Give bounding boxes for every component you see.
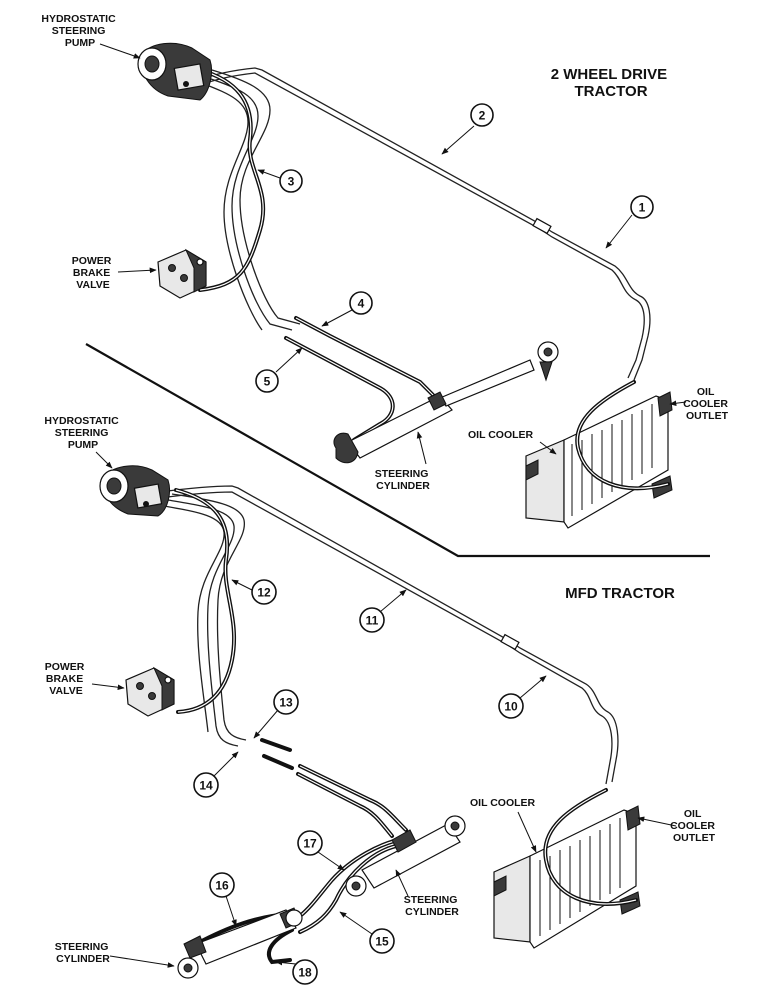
callout-17: 17 — [297, 830, 345, 871]
label-oil-cooler-2wd: OIL COOLER — [468, 429, 534, 441]
label-brake-valve-2wd: POWER BRAKE VALVE — [72, 255, 115, 291]
hose-13-lower — [298, 764, 408, 832]
callout-18: 18 — [275, 959, 318, 985]
steering-cylinder-2wd — [333, 341, 559, 464]
label-cooler-outlet-mfd: OIL COOLER OUTLET — [670, 808, 718, 844]
power-brake-valve-mfd — [125, 666, 175, 717]
power-brake-valve-2wd — [157, 248, 207, 299]
hydrostatic-steering-pump-2wd — [137, 42, 213, 101]
svg-text:2: 2 — [479, 109, 486, 123]
label-oil-cooler-mfd: OIL COOLER — [470, 797, 536, 809]
steering-cylinder-mfd-right — [345, 815, 466, 897]
label-steering-cylinder-mfd-left: STEERING CYLINDER — [55, 941, 112, 965]
callout-11: 11 — [359, 589, 407, 633]
label-steering-cylinder-mfd-right: STEERING CYLINDER — [404, 894, 461, 918]
return-line-2wd-inner — [197, 72, 645, 379]
section-divider — [85, 343, 710, 558]
callout-1: 1 — [605, 195, 654, 249]
pipe-coupling-mfd — [500, 633, 520, 651]
svg-text:12: 12 — [257, 586, 271, 600]
steering-cylinder-mfd-left — [177, 907, 303, 979]
callout-14: 14 — [193, 751, 239, 798]
return-line-mfd-inner — [159, 491, 613, 785]
pipe-coupling-2wd — [532, 217, 552, 235]
label-brake-valve-mfd: POWER BRAKE VALVE — [45, 661, 88, 697]
oil-cooler-2wd — [525, 391, 673, 529]
svg-text:18: 18 — [298, 966, 312, 980]
tube-bundle-mfd-b — [167, 499, 239, 747]
return-line-2wd — [197, 67, 651, 381]
svg-text:11: 11 — [366, 614, 379, 628]
callout-2: 2 — [441, 103, 494, 155]
tube-bundle-mfd — [171, 493, 247, 741]
hose-4 — [294, 316, 438, 400]
svg-text:10: 10 — [504, 700, 518, 714]
callout-12: 12 — [231, 579, 277, 605]
label-cooler-outlet-2wd: OIL COOLER OUTLET — [683, 386, 731, 422]
mfd-section: MFD TRACTOR — [44, 415, 718, 985]
svg-text:1: 1 — [639, 201, 646, 215]
label-pump-mfd: HYDROSTATIC STEERING PUMP — [44, 415, 121, 451]
label-pump-2wd: HYDROSTATIC STEERING PUMP — [41, 13, 118, 49]
callout-10: 10 — [498, 675, 547, 719]
callout-3: 3 — [257, 169, 303, 193]
svg-text:14: 14 — [199, 779, 213, 793]
svg-text:16: 16 — [215, 879, 229, 893]
callout-4: 4 — [321, 291, 373, 327]
callout-15: 15 — [339, 911, 395, 954]
two-wheel-drive-section: 2 WHEEL DRIVE TRACTOR — [41, 13, 731, 529]
svg-text:15: 15 — [375, 935, 389, 949]
callout-5: 5 — [255, 347, 303, 393]
tube-bundle-2wd-b — [207, 77, 293, 331]
section-title-2wd: 2 WHEEL DRIVE TRACTOR — [551, 66, 672, 100]
label-steering-cylinder-2wd: STEERING CYLINDER — [375, 468, 432, 492]
hose-13 — [260, 738, 292, 752]
svg-text:13: 13 — [279, 696, 293, 710]
callout-16: 16 — [209, 872, 237, 927]
callout-13: 13 — [253, 689, 299, 739]
svg-text:17: 17 — [303, 837, 317, 851]
hydrostatic-steering-pump-mfd — [99, 465, 171, 517]
svg-text:5: 5 — [264, 375, 271, 389]
tube-bundle-2wd-c — [203, 83, 263, 331]
svg-text:4: 4 — [358, 297, 365, 311]
oil-cooler-mfd — [493, 805, 641, 949]
tube-bundle-2wd — [211, 69, 301, 325]
svg-text:3: 3 — [288, 175, 295, 189]
return-line-mfd — [159, 485, 619, 783]
tube-bundle-mfd-c — [163, 505, 225, 733]
hose-5 — [284, 336, 395, 442]
hose-14 — [262, 754, 294, 770]
hose-12 — [174, 488, 237, 714]
hose-18 — [266, 928, 294, 965]
section-title-mfd: MFD TRACTOR — [565, 585, 675, 602]
